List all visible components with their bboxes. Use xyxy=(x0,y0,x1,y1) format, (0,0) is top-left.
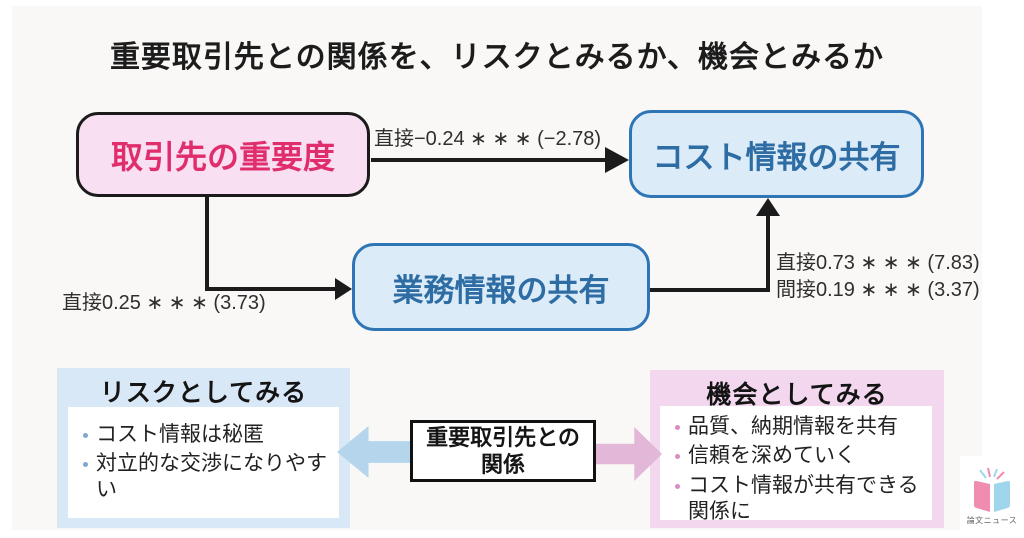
risk-panel-title: リスクとしてみる xyxy=(99,379,308,407)
node-supplier-importance-label: 取引先の重要度 xyxy=(110,138,335,175)
list-item: コスト情報が共有できる関係に xyxy=(670,473,924,526)
node-ops-info-sharing-label: 業務情報の共有 xyxy=(392,272,610,308)
node-cost-info-sharing-label: コスト情報の共有 xyxy=(652,139,901,175)
risk-panel: リスクとしてみる コスト情報は秘匿 対立的な交渉になりやすい xyxy=(57,368,350,528)
edge-importance-to-ops-hline xyxy=(205,287,335,291)
edge-ops-to-cost-vline xyxy=(766,212,770,292)
list-item: 品質、納期情報を共有 xyxy=(670,414,924,440)
list-item: 信頼を深めていく xyxy=(670,443,924,469)
edge-importance-to-cost-line xyxy=(371,158,607,162)
node-ops-info-sharing: 業務情報の共有 xyxy=(352,243,650,331)
center-relationship-line1: 重要取引先との xyxy=(426,424,580,450)
bullet-dot-icon xyxy=(675,425,680,430)
opportunity-bullet-text: 信頼を深めていく xyxy=(688,444,856,468)
risk-bullet-text: 対立的な交渉になりやすい xyxy=(96,451,327,502)
bullet-dot-icon xyxy=(675,483,680,489)
center-relationship-box: 重要取引先との 関係 xyxy=(410,420,596,482)
edge-importance-to-ops-label: 直接0.25 ∗ ∗ ∗ (3.73) xyxy=(62,292,266,314)
arrowhead-up-icon xyxy=(756,198,780,216)
edge-ops-to-cost-direct-label: 直接0.73 ∗ ∗ ∗ (7.83) xyxy=(776,252,980,274)
center-relationship-line2: 関係 xyxy=(480,452,525,477)
slide-title: 重要取引先との関係を、リスクとみるか、機会とみるか xyxy=(109,41,885,74)
list-item: コスト情報は秘匿 xyxy=(78,422,331,448)
node-cost-info-sharing: コスト情報の共有 xyxy=(629,110,924,198)
arrowhead-right-icon xyxy=(335,278,352,300)
risk-bullet-text: コスト情報は秘匿 xyxy=(96,422,264,446)
opportunity-panel-body: 品質、納期情報を共有 信頼を深めていく コスト情報が共有できる関係に xyxy=(660,406,932,523)
bullet-dot-icon xyxy=(83,432,88,438)
edge-ops-to-cost-indirect-label: 間接0.19 ∗ ∗ ∗ (3.37) xyxy=(776,279,980,301)
site-logo: 論文ニュース xyxy=(960,456,1024,532)
edge-importance-to-cost-label: 直接−0.24 ∗ ∗ ∗ (−2.78) xyxy=(374,128,602,150)
bullet-dot-icon xyxy=(83,461,88,467)
opportunity-panel-title: 機会としてみる xyxy=(706,381,888,409)
logo-text: 論文ニュース xyxy=(966,516,1018,525)
edge-ops-to-cost-labels: 直接0.73 ∗ ∗ ∗ (7.83) 間接0.19 ∗ ∗ ∗ (3.37) xyxy=(776,250,980,304)
edge-importance-to-ops-vline xyxy=(205,197,209,291)
bullet-dot-icon xyxy=(675,454,680,460)
arrowhead-right-icon xyxy=(605,147,629,173)
opportunity-bullet-text: コスト情報が共有できる関係に xyxy=(688,473,919,523)
open-book-icon xyxy=(974,467,1010,512)
opportunity-panel: 機会としてみる 品質、納期情報を共有 信頼を深めていく コスト情報が共有できる関… xyxy=(650,370,944,528)
node-supplier-importance: 取引先の重要度 xyxy=(76,112,370,197)
risk-panel-body: コスト情報は秘匿 対立的な交渉になりやすい xyxy=(68,407,339,518)
slide-canvas: 重要取引先との関係を、リスクとみるか、機会とみるか 取引先の重要度 コスト情報の… xyxy=(12,6,982,530)
edge-ops-to-cost-hline xyxy=(650,288,770,292)
list-item: 対立的な交渉になりやすい xyxy=(78,451,331,504)
opportunity-bullet-text: 品質、納期情報を共有 xyxy=(688,415,898,438)
